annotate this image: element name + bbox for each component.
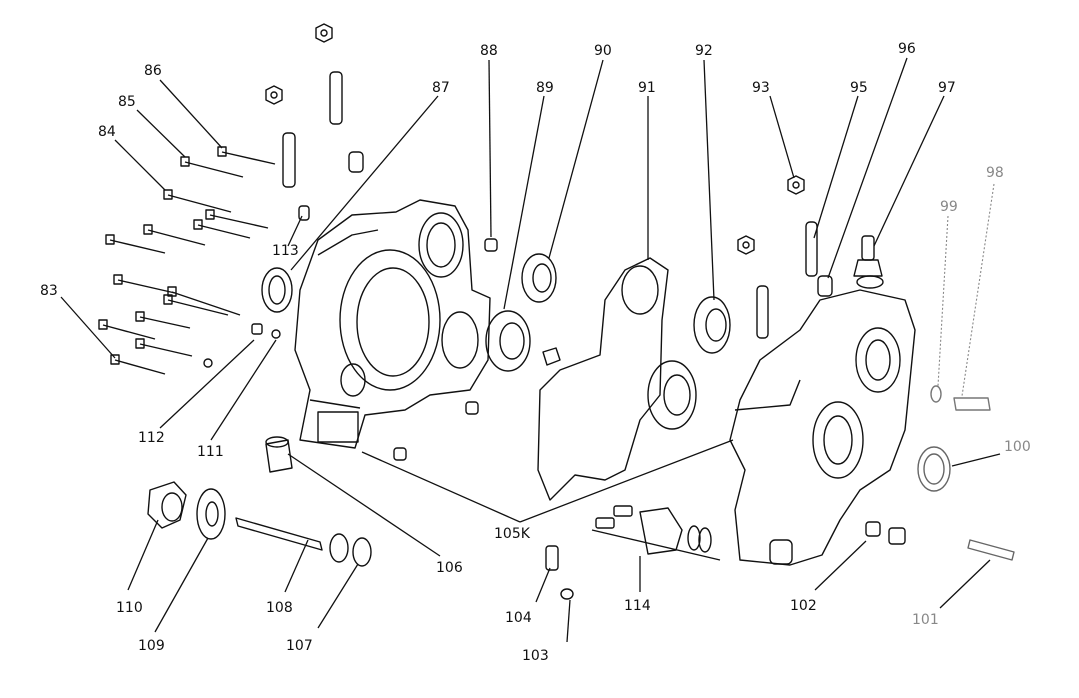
callout-104: 104: [505, 610, 532, 626]
callout-109: 109: [138, 638, 165, 654]
callout-108: 108: [266, 600, 293, 616]
callout-106: 106: [436, 560, 463, 576]
callout-89: 89: [536, 80, 554, 96]
callout-87: 87: [432, 80, 450, 96]
callout-112: 112: [138, 430, 165, 446]
gasket-91: [537, 257, 669, 501]
callout-84: 84: [98, 124, 116, 140]
oil-seals-92: [647, 296, 731, 430]
studs-and-nuts-right: [737, 175, 833, 339]
breather-fitting-97: [853, 235, 884, 289]
callout-91: 91: [638, 80, 656, 96]
studs-and-nuts-top: [265, 23, 364, 221]
assembly-114: [591, 505, 721, 561]
callout-97: 97: [938, 80, 956, 96]
callout-labels: 83 84 85 86 87 88 89 90 91 92 93 95 96 9…: [40, 41, 1031, 664]
oil-seal-87: [261, 267, 293, 313]
callout-103: 103: [522, 648, 549, 664]
callout-92: 92: [695, 43, 713, 59]
callout-93: 93: [752, 80, 770, 96]
oil-seal-100: [917, 446, 951, 492]
callout-107: 107: [286, 638, 313, 654]
crankcase-left-half: [294, 199, 491, 449]
callout-110: 110: [116, 600, 143, 616]
bolt-set-left: [98, 146, 276, 375]
water-pump-parts: [147, 481, 372, 567]
callout-114: 114: [624, 598, 651, 614]
callout-111: 111: [197, 444, 224, 460]
callout-90: 90: [594, 43, 612, 59]
crankcase-right-half: [729, 289, 916, 566]
callout-88: 88: [480, 43, 498, 59]
fitting-104-washer-103: [545, 545, 574, 600]
pin-101: [967, 539, 1015, 561]
oil-seals-89-90: [485, 253, 561, 372]
callout-85: 85: [118, 94, 136, 110]
callout-99: 99: [940, 199, 958, 215]
callout-95: 95: [850, 80, 868, 96]
callout-98: 98: [986, 165, 1004, 181]
dowels-and-bushings: [265, 238, 906, 545]
callout-86: 86: [144, 63, 162, 79]
small-parts-111-112: [251, 323, 281, 339]
callout-113: 113: [272, 243, 299, 259]
callout-100: 100: [1004, 439, 1031, 455]
callout-102: 102: [790, 598, 817, 614]
callout-96: 96: [898, 41, 916, 57]
leader-lines: [60, 57, 1001, 643]
callout-101: 101: [912, 612, 939, 628]
callout-83: 83: [40, 283, 58, 299]
callout-105k: 105K: [494, 526, 531, 542]
small-parts-98-99: [930, 385, 991, 411]
